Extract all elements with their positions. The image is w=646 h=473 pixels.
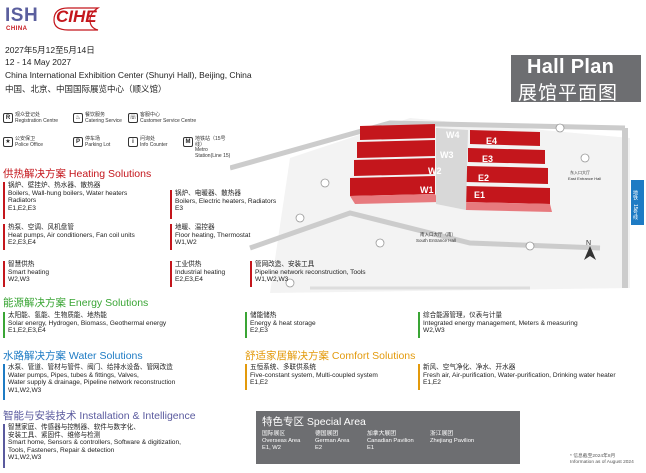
energy-bar	[245, 312, 247, 338]
gate-marker	[295, 213, 305, 223]
metro-station	[631, 180, 644, 225]
cihe-logo-shape	[53, 7, 101, 31]
central-concourse	[436, 128, 468, 210]
hall-label: E3	[482, 154, 493, 164]
south-entrance-cn: 南入口大厅（南）	[420, 231, 456, 238]
hall-map: W4 W3 W2 W1 E4 E3 E2 E1 南入口大厅（南） South E…	[230, 118, 644, 293]
special-area-panel	[256, 411, 520, 464]
hall-label: W4	[446, 130, 460, 140]
hall-plan-title-cn: 展馆平面图	[518, 83, 619, 104]
date-cn: 2027年5月12至5月14日	[5, 45, 95, 55]
map-road	[249, 210, 601, 251]
gate-marker	[525, 241, 535, 251]
legend-item: 地铁站（15号线）Metro Station(Line 15)	[195, 136, 231, 159]
hall-plan-banner	[511, 55, 641, 102]
catering-icon: ♨	[73, 113, 83, 123]
energy-title: 能源解决方案 Energy Solutions	[3, 297, 149, 309]
energy-bar	[418, 312, 420, 338]
water-title: 水路解决方案 Water Solutions	[3, 350, 143, 362]
comfort-title: 舒适家居解决方案 Comfort Solutions	[245, 350, 416, 362]
date-en: 12 - 14 May 2027	[5, 57, 72, 67]
heating-bar	[3, 182, 5, 219]
comfort-bar	[418, 364, 420, 390]
heating-bar	[3, 224, 5, 250]
hall-label: E1	[474, 190, 485, 200]
ish-logo-china: CHINA	[6, 26, 28, 32]
registration-icon: R	[3, 113, 13, 123]
hall-label: E2	[478, 173, 489, 183]
smart-bar	[3, 424, 5, 468]
heating-bar	[3, 261, 5, 287]
smart-title: 智能与安装技术 Installation & Intelligence	[3, 410, 196, 422]
hall-label: W1	[420, 185, 434, 195]
south-entrance-en: South Entrance Hall	[416, 238, 456, 243]
water-bar	[3, 364, 5, 400]
info-icon: i	[128, 137, 138, 147]
venue-cn: 中国、北京、中国国际展览中心（顺义馆）	[5, 84, 167, 94]
special-area-title: 特色专区 Special Area	[262, 416, 366, 428]
map-road	[230, 120, 626, 171]
hall-label: E4	[486, 136, 497, 146]
heating-bar	[170, 224, 172, 250]
east-halls	[464, 130, 552, 212]
gate-marker	[375, 238, 385, 248]
cihe-logo: CIHE	[56, 7, 97, 26]
east-entrance-cn: 东入口大厅	[570, 169, 590, 175]
hall-plan-title-en: Hall Plan	[527, 56, 615, 78]
police-icon: ★	[3, 137, 13, 147]
hall-label: W3	[440, 150, 454, 160]
gate-marker	[555, 123, 565, 133]
ish-logo: ISH	[5, 5, 39, 26]
heating-bar	[170, 190, 172, 219]
east-entrance-en: East Entrance Hall	[568, 176, 601, 181]
customer-service-icon: ☏	[128, 113, 138, 123]
comfort-bar	[245, 364, 247, 390]
energy-bar	[3, 312, 5, 338]
metro-icon: M	[183, 137, 193, 147]
metro-label-cn: 地铁	[632, 189, 638, 201]
venue-en: China International Exhibition Center (S…	[5, 70, 252, 80]
heating-title: 供热解决方案 Heating Solutions	[3, 168, 152, 180]
heating-bar	[250, 261, 252, 287]
parking-icon: P	[73, 137, 83, 147]
north-arrow-icon	[584, 246, 596, 260]
gate-marker	[320, 178, 330, 188]
gate-marker	[580, 153, 590, 163]
metro-label-en: 15号线	[632, 204, 638, 220]
hall-label: W2	[428, 166, 442, 176]
gate-marker	[285, 278, 295, 288]
heating-bar	[170, 261, 172, 287]
west-halls	[350, 124, 440, 204]
north-label: N	[586, 240, 591, 247]
